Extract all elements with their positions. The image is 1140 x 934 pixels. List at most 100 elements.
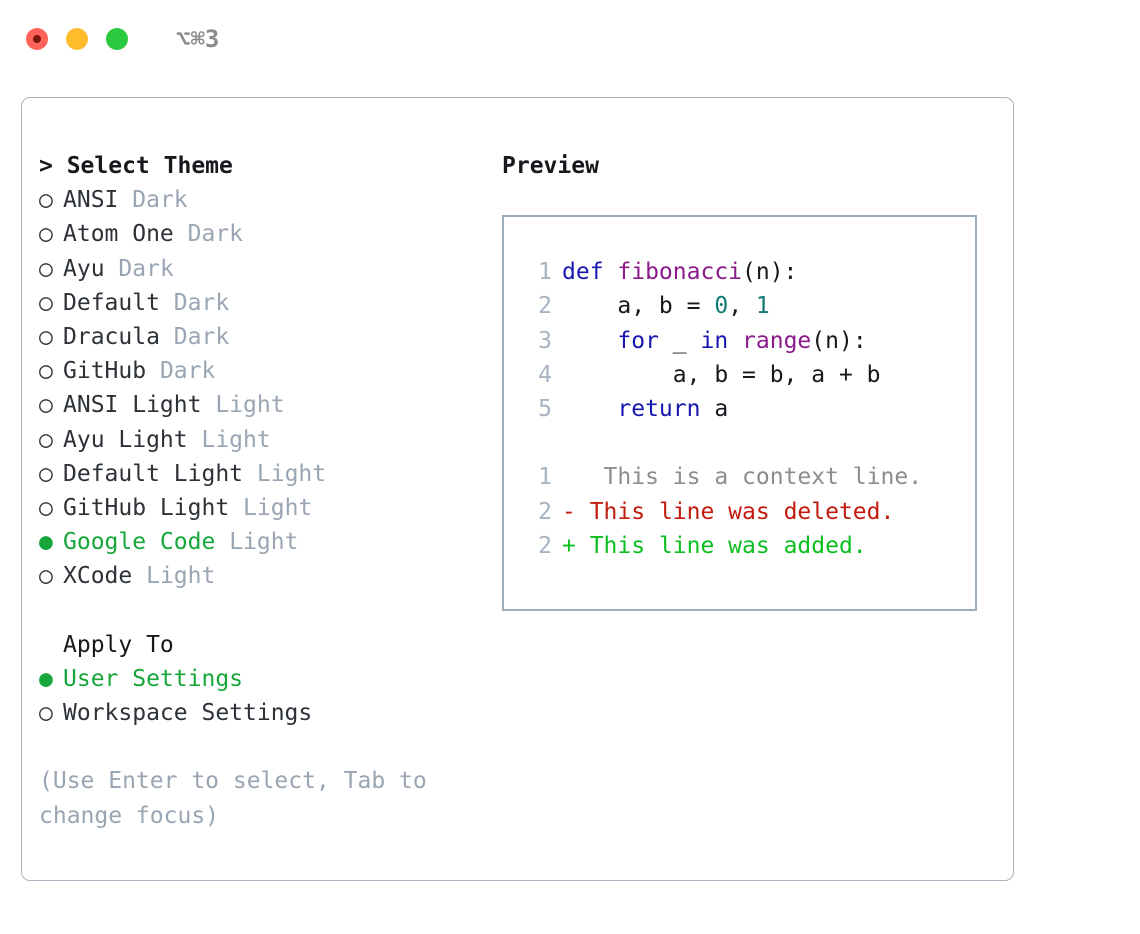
- radio-unselected-icon: ○: [39, 255, 53, 282]
- theme-option-ansi[interactable]: ○ ANSI Dark: [39, 183, 499, 217]
- theme-list[interactable]: ○ANSI Dark○Atom One Dark○Ayu Dark○Defaul…: [39, 183, 499, 593]
- diff-sample: 1 This is a context line.2- This line wa…: [504, 460, 975, 563]
- diff-line-add: 2 + This line was added.: [504, 529, 975, 563]
- radio-unselected-icon: ○: [39, 221, 53, 248]
- code-token-num: 0: [714, 293, 729, 320]
- radio-unselected-icon: ○: [39, 392, 53, 419]
- theme-name: GitHub Light: [63, 495, 230, 522]
- theme-name: Dracula: [63, 324, 160, 351]
- radio-unselected-icon: ○: [39, 700, 53, 727]
- diff-text: This line was added.: [575, 532, 867, 559]
- theme-option-xcode[interactable]: ○ XCode Light: [39, 559, 499, 593]
- close-button[interactable]: [26, 28, 48, 50]
- line-number: 2: [538, 293, 552, 320]
- theme-variant: Dark: [159, 358, 216, 385]
- section-spacer: [39, 594, 499, 628]
- apply-to-label: Apply To: [63, 631, 174, 658]
- apply-to-name: Workspace Settings: [63, 700, 313, 727]
- code-token-kw: in: [700, 327, 729, 354]
- radio-selected-icon: ●: [39, 666, 53, 693]
- radio-unselected-icon: ○: [39, 460, 53, 487]
- theme-variant: Dark: [173, 324, 230, 351]
- radio-unselected-icon: ○: [39, 563, 53, 590]
- theme-option-github[interactable]: ○ GitHub Dark: [39, 354, 499, 388]
- radio-unselected-icon: ○: [39, 358, 53, 385]
- theme-option-atom-one[interactable]: ○Atom One Dark: [39, 217, 499, 251]
- keyboard-shortcut-label: ⌥⌘3: [176, 25, 220, 53]
- theme-name: Default: [63, 289, 160, 316]
- line-number: 1: [538, 464, 552, 491]
- code-diff-spacer: [504, 426, 975, 460]
- theme-name: GitHub: [63, 358, 147, 385]
- theme-option-default-light[interactable]: ○Default Light Light: [39, 457, 499, 491]
- code-token-pl: [728, 328, 742, 354]
- apply-to-list[interactable]: ● User Settings ○ Workspace Settings: [39, 662, 499, 730]
- select-theme-header: > Select Theme: [39, 153, 233, 179]
- code-token-fn: fibonacci: [617, 259, 743, 286]
- code-token-num: 1: [755, 293, 770, 320]
- code-token-pl: a: [700, 396, 729, 423]
- theme-option-github-light[interactable]: ○ GitHub Light Light: [39, 491, 499, 525]
- apply-to-name: User Settings: [63, 666, 244, 693]
- code-token-kw: return: [617, 396, 701, 423]
- line-number: 2: [538, 498, 552, 525]
- code-token-pl: a, b = b, a + b: [562, 361, 881, 388]
- theme-name: ANSI: [63, 187, 119, 214]
- theme-variant: Light: [243, 495, 313, 522]
- theme-name: Google Code: [63, 529, 216, 556]
- theme-option-ayu-light[interactable]: ○Ayu Light Light: [39, 423, 499, 457]
- theme-variant: Dark: [132, 187, 188, 214]
- theme-option-google-code[interactable]: ● Google Code Light: [39, 525, 499, 559]
- diff-line-del: 2- This line was deleted.: [504, 495, 975, 529]
- theme-name: XCode: [63, 563, 133, 590]
- preview-title: Preview: [502, 153, 599, 179]
- diff-marker: +: [562, 532, 576, 559]
- minimize-button[interactable]: [66, 28, 88, 50]
- theme-option-dracula[interactable]: ○ Dracula Dark: [39, 320, 499, 354]
- theme-variant: Dark: [173, 289, 230, 316]
- diff-text: This line was deleted.: [575, 498, 895, 525]
- code-token-pl: [562, 328, 617, 354]
- diff-marker: -: [562, 498, 576, 525]
- code-token-pl: ,: [728, 293, 756, 320]
- theme-name: Ayu Light: [63, 426, 188, 453]
- apply-to-option-user-settings[interactable]: ● User Settings: [39, 662, 499, 696]
- line-number: 5: [538, 396, 552, 423]
- theme-name: ANSI Light: [63, 392, 202, 419]
- zoom-button[interactable]: [106, 28, 128, 50]
- theme-variant: Dark: [187, 221, 244, 248]
- theme-variant: Light: [229, 529, 299, 556]
- code-token-pl: [562, 396, 617, 422]
- code-line: 4 a, b = b, a + b: [504, 358, 975, 392]
- code-token-kw: def: [562, 259, 618, 286]
- theme-variant: Light: [201, 426, 271, 453]
- theme-name: Ayu: [63, 255, 105, 282]
- theme-selection-column: > Select Theme ○ANSI Dark○Atom One Dark○…: [39, 149, 499, 833]
- traffic-lights: [26, 28, 128, 50]
- theme-variant: Dark: [118, 255, 174, 282]
- code-token-pl: (n):: [742, 259, 798, 286]
- line-number: 2: [538, 532, 552, 559]
- theme-variant: Light: [146, 563, 216, 590]
- apply-to-option-workspace-settings[interactable]: ○ Workspace Settings: [39, 696, 499, 730]
- diff-line-ctx: 1 This is a context line.: [504, 460, 975, 494]
- theme-option-ayu[interactable]: ○ Ayu Dark: [39, 252, 499, 286]
- radio-unselected-icon: ○: [39, 495, 53, 522]
- radio-selected-icon: ●: [39, 529, 53, 556]
- theme-option-ansi-light[interactable]: ○ ANSI Light Light: [39, 388, 499, 422]
- code-line: 3 for _ in range(n):: [504, 324, 975, 358]
- line-number: 3: [538, 327, 552, 354]
- code-line: 5 return a: [504, 392, 975, 426]
- theme-variant: Light: [215, 392, 285, 419]
- theme-option-default[interactable]: ○Default Dark: [39, 286, 499, 320]
- radio-unselected-icon: ○: [39, 187, 53, 214]
- theme-name: Default Light: [63, 460, 244, 487]
- radio-unselected-icon: ○: [39, 324, 53, 351]
- code-token-pl: a, b =: [562, 293, 715, 320]
- keyboard-hint-text: (Use Enter to select, Tab to change focu…: [39, 768, 441, 829]
- code-token-kw: for: [617, 327, 659, 354]
- code-token-fn: range: [742, 327, 812, 354]
